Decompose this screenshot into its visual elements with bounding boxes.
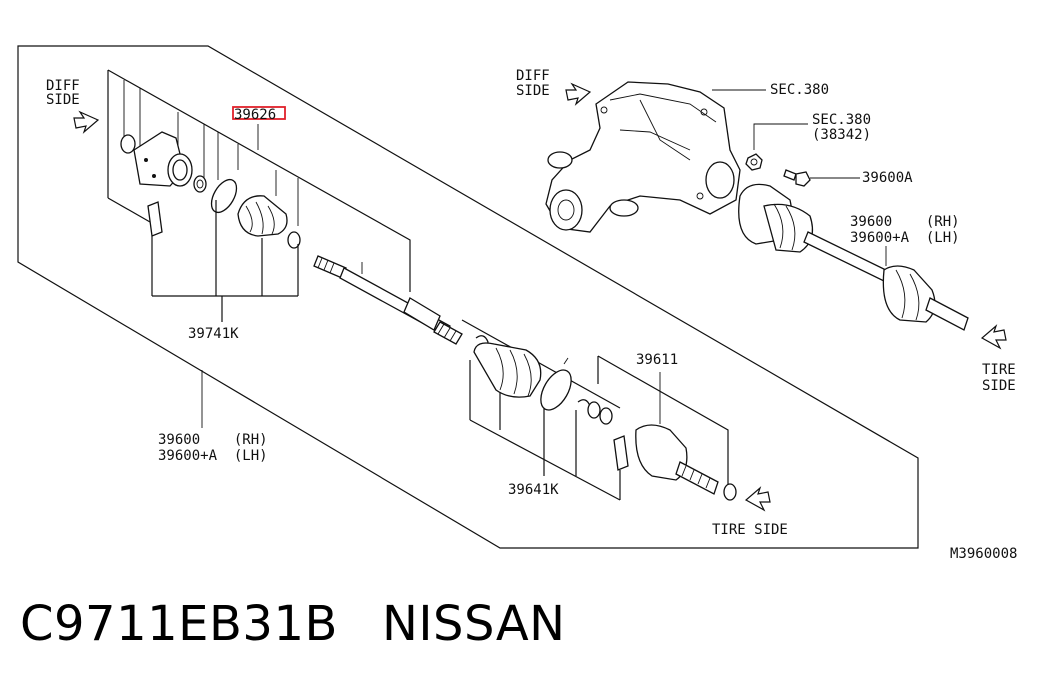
sec380-2-label: SEC.380 [812,112,871,128]
tire-side-label-bottom: TIRE SIDE [712,522,788,538]
cv-joint-39611 [635,424,737,501]
snap-ring-left [120,134,136,154]
kit-39641k-label: 39641K [508,482,559,498]
tire-side-arrow-bottom [744,486,771,512]
dowel-pin-right [613,435,629,471]
sec380-label: SEC.380 [770,82,829,98]
differential-housing [545,81,741,233]
diff-side-label-2: SIDE [46,92,80,108]
diff-side-label-1: DIFF [46,78,80,94]
part-number: C9711EB31B [20,596,338,652]
boot-band-small [287,231,301,249]
diagram-frame [17,45,919,549]
tire-side-right-label-2: SIDE [982,378,1016,394]
kit-39741k-label: 39741K [188,326,239,342]
bearing-ring [193,175,207,193]
shaft-label-lh: 39600+A (LH) [158,448,268,464]
boot-band-large [210,178,238,214]
sec380-2-sub-label: (38342) [812,127,871,143]
diff-side-arrow-left [73,110,100,134]
flange-housing [133,131,193,187]
bracket-39641k [469,360,621,501]
drive-shaft [313,255,463,345]
upper-shaft-assembly [738,183,969,331]
shaft-right-rh-label: 39600 (RH) [850,214,960,230]
bracket-39741k [151,200,299,322]
part-caption: C9711EB31B NISSAN [20,596,610,652]
brand-name: NISSAN [381,596,566,652]
nut-38342 [745,153,763,171]
boot-band-right [540,357,572,411]
snap-ring-right [577,399,613,425]
shaft-right-lh-label: 39600+A (LH) [850,230,960,246]
highlight-box [232,106,286,120]
group-frame-line [107,69,411,292]
tire-side-arrow-right [980,324,1007,350]
diagram-code: M3960008 [950,546,1017,562]
joint-39611-label: 39611 [636,352,678,368]
dust-boot-right [473,342,542,398]
bolt-39600a-label: 39600A [862,170,913,186]
shaft-label-rh: 39600 (RH) [158,432,268,448]
dust-boot-left [237,195,288,237]
dowel-pin [147,201,163,237]
diff-side-arrow-top [565,82,592,106]
diff-side-top-label-1: DIFF [516,68,550,84]
highlighted-part-label: 39626 [234,107,276,123]
tire-side-right-label-1: TIRE [982,362,1016,378]
bolt-39600a [783,169,811,187]
diff-side-top-label-2: SIDE [516,83,550,99]
